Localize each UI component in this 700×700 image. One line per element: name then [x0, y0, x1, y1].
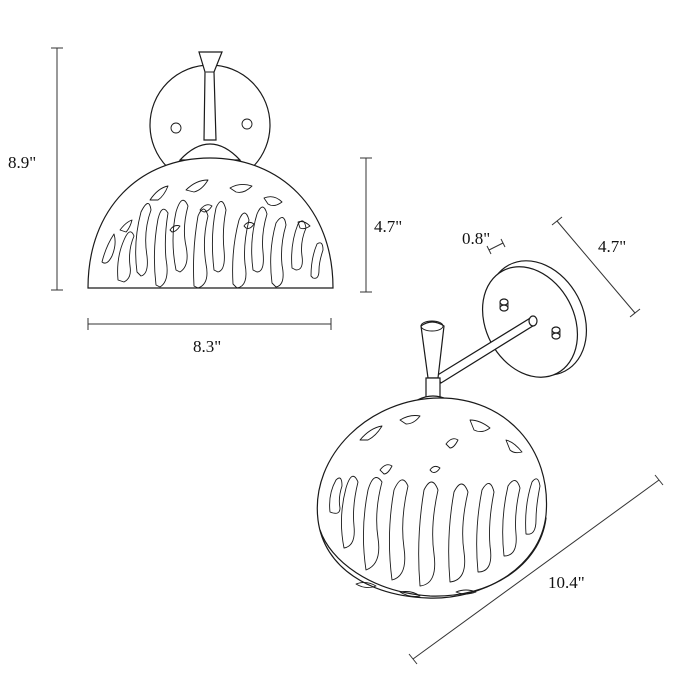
front-shade-height-label: 4.7"	[374, 217, 402, 236]
side-plate-label: 4.7"	[598, 237, 626, 256]
front-shade-cap	[178, 143, 242, 161]
side-arm-gap-dimension	[486, 238, 506, 255]
front-height-dimension	[51, 47, 63, 291]
angled-screw-bottom	[551, 326, 561, 340]
angled-stem-collar	[425, 377, 441, 399]
front-width-label: 8.3"	[193, 337, 221, 356]
angled-shade-dome	[316, 397, 548, 599]
angled-view-sconce	[316, 260, 588, 599]
angled-screw-top	[499, 298, 509, 312]
angled-stem	[420, 321, 445, 379]
front-screw-right	[241, 118, 253, 130]
front-width-dimension	[87, 318, 332, 330]
angled-arm-mount	[528, 315, 538, 327]
side-extension-dimension	[408, 474, 664, 665]
front-screw-left	[170, 122, 182, 134]
front-view-sconce	[87, 51, 334, 289]
front-shade-texture	[101, 179, 324, 289]
front-arm	[198, 51, 223, 141]
side-plate-dimension	[551, 216, 641, 318]
front-shade-height-dimension	[360, 157, 372, 293]
angled-shade-rim	[319, 517, 547, 597]
front-shade-dome	[87, 157, 334, 289]
side-arm-gap-label: 0.8"	[462, 229, 490, 248]
side-extension-label: 10.4"	[548, 573, 585, 592]
angled-stem-top	[420, 320, 444, 332]
angled-shade-texture	[329, 415, 541, 597]
front-height-label: 8.9"	[8, 153, 36, 172]
